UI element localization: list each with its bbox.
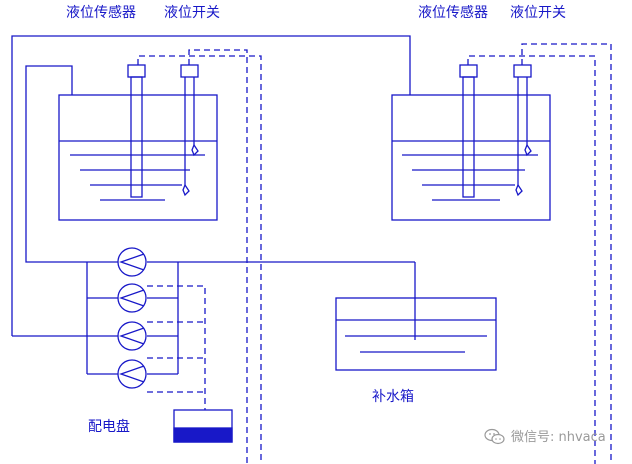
supply-pipe [11, 35, 411, 337]
pump-2 [117, 283, 147, 313]
left-level-switch [180, 64, 199, 197]
right-tank [391, 94, 551, 221]
watermark: 微信号: nhvaca [484, 428, 606, 446]
left-tank [58, 94, 218, 221]
pump-3 [117, 321, 147, 351]
control-signal-lines [137, 43, 612, 464]
right-level-switch [513, 64, 532, 197]
makeup-tank-label: 补水箱 [372, 389, 414, 405]
pump-1 [117, 247, 147, 277]
makeup-tank [335, 297, 497, 371]
distribution-panel [173, 409, 233, 443]
left-tank-inlet-pipe [25, 65, 87, 263]
watermark-text: 微信号: nhvaca [511, 429, 606, 445]
left-switch-label: 液位开关 [164, 5, 220, 21]
pump-manifold [86, 261, 179, 375]
header-pipe [147, 261, 416, 340]
right-sensor-label: 液位传感器 [418, 5, 488, 21]
left-level-sensor [127, 64, 146, 198]
right-switch-label: 液位开关 [510, 5, 566, 21]
distribution-panel-label: 配电盘 [88, 419, 130, 435]
pump-4 [117, 359, 147, 389]
wechat-icon [484, 428, 505, 445]
left-sensor-label: 液位传感器 [66, 5, 136, 21]
right-level-sensor [459, 64, 478, 198]
